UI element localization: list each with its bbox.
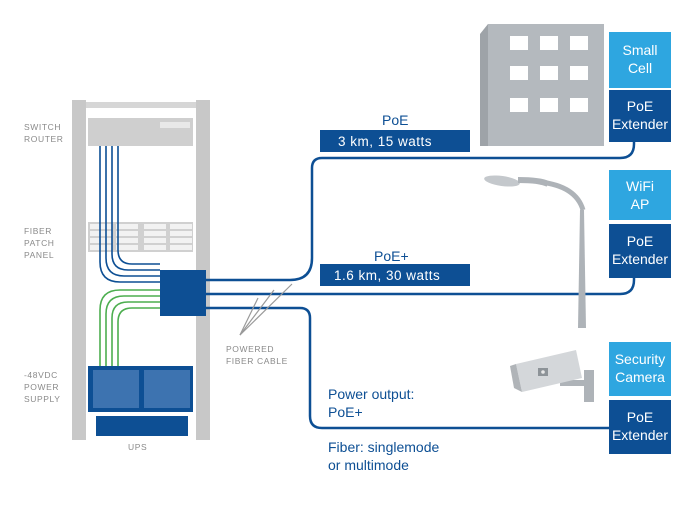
powered-fiber-switch-box xyxy=(160,270,206,316)
building-icon xyxy=(480,24,604,146)
poe-extender-box-2 xyxy=(609,224,671,278)
power-supply-unit xyxy=(88,366,193,412)
extender-3-line2: Extender xyxy=(612,427,668,443)
powered-fiber-cables xyxy=(206,142,636,430)
wifi-line1: WiFi xyxy=(626,178,654,194)
extender-3-line1: PoE xyxy=(627,409,653,425)
link-mid-text: 1.6 km, 30 watts xyxy=(334,268,440,283)
small-cell-line1: Small xyxy=(622,42,657,58)
wifi-ap-box xyxy=(609,170,671,220)
label-powered: POWERED xyxy=(226,344,274,354)
poe-extender-box-1 xyxy=(609,90,671,142)
security-camera-box xyxy=(609,342,671,396)
extender-1-line2: Extender xyxy=(612,116,668,132)
label-patch: PATCH xyxy=(24,238,55,248)
link-bar-top xyxy=(320,130,470,152)
cable-pointer-arrows xyxy=(239,283,293,336)
label-ups: UPS xyxy=(128,442,147,452)
standard-poe: PoE xyxy=(382,112,408,128)
label-supply: SUPPLY xyxy=(24,394,61,404)
power-lines-green xyxy=(99,289,160,366)
ups-unit xyxy=(96,416,188,436)
label-fiber: FIBER xyxy=(24,226,52,236)
patch-fibers-blue xyxy=(99,146,160,283)
rack-left-post xyxy=(72,100,86,440)
equipment-rack xyxy=(72,100,210,440)
wifi-ap-group: WiFi AP PoE Extender xyxy=(609,170,671,278)
extender-1-line1: PoE xyxy=(627,98,653,114)
power-output-label: Power output: xyxy=(328,386,414,402)
label-panel: PANEL xyxy=(24,250,54,260)
extender-2-line2: Extender xyxy=(612,251,668,267)
street-light-icon xyxy=(484,175,586,328)
fiber-patch-panel xyxy=(88,222,193,252)
standard-poe-plus: PoE+ xyxy=(374,248,409,264)
camera-line1: Security xyxy=(615,351,666,367)
label-router: ROUTER xyxy=(24,134,64,144)
label-power: POWER xyxy=(24,382,59,392)
link-bar-mid xyxy=(320,264,470,286)
fiber-label: Fiber: singlemode xyxy=(328,439,439,455)
extender-2-line1: PoE xyxy=(627,233,653,249)
link-top-text: 3 km, 15 watts xyxy=(338,134,432,149)
fiber-label-2: or multimode xyxy=(328,457,409,473)
security-camera-icon xyxy=(510,350,594,402)
small-cell-group: Small Cell PoE Extender xyxy=(609,32,671,142)
security-camera-group: Security Camera PoE Extender xyxy=(609,342,671,454)
poe-extender-box-3 xyxy=(609,400,671,454)
label-switch: SWITCH xyxy=(24,122,61,132)
camera-line2: Camera xyxy=(615,369,665,385)
power-output-value: PoE+ xyxy=(328,404,363,420)
small-cell-line2: Cell xyxy=(628,60,652,76)
label-fiber-cable: FIBER CABLE xyxy=(226,356,288,366)
small-cell-box xyxy=(609,32,671,88)
wifi-line2: AP xyxy=(631,196,650,212)
label-48vdc: -48VDC xyxy=(24,370,58,380)
